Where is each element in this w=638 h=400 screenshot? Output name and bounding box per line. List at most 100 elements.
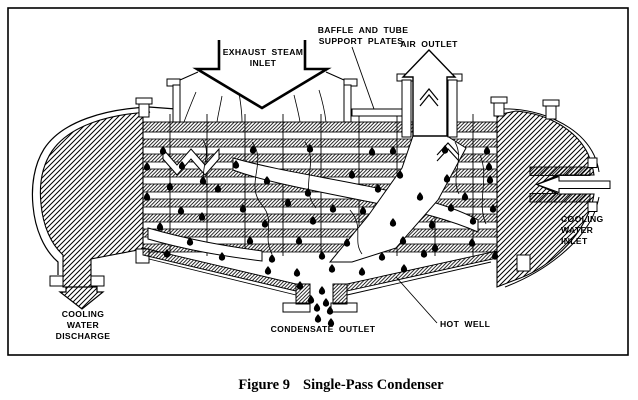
pipe-wall-top [529,166,591,176]
condensate-droplet [469,216,477,225]
condensate-droplet [485,162,493,171]
condensate-droplet [295,236,303,245]
condensate-droplet [322,298,330,307]
label-cooling-water-discharge: COOLING [62,309,105,319]
flow-line [216,95,223,123]
condensate-droplet [309,216,317,225]
condensate-droplet [420,249,428,258]
leader-line-baffle [351,46,375,110]
condensate-droplet [239,204,247,213]
nozzle-mouth-line [179,71,345,81]
shell-stub-cap [135,97,153,105]
condensate-droplet [159,146,167,155]
condensate-droplet [177,206,185,215]
tube-bundle [142,138,498,253]
tube-row [142,228,498,238]
discharge-arrow [58,286,105,310]
tube-row [142,153,498,163]
condensate-droplet [491,251,499,260]
label-cooling-water-discharge: DISCHARGE [56,331,111,341]
condensate-droplet [328,264,336,273]
condensate-droplets [143,144,499,327]
condensate-droplet [327,318,335,327]
condensate-droplet [396,170,404,179]
pipe-wall-bottom [529,193,591,203]
condensate-droplet [232,160,240,169]
condensate-droplet [389,146,397,155]
flow-line [318,89,327,123]
condensate-droplet [313,303,321,312]
condensate-droplet [198,212,206,221]
condensate-droplet [368,147,376,156]
condensate-droplet [343,238,351,247]
condensate-droplet [199,176,207,185]
condensate-droplet [318,286,326,295]
condensate-droplet [468,238,476,247]
condensate-droplet [416,192,424,201]
label-cooling-water-discharge: WATER [67,320,100,330]
label-cooling-water-inlet: INLET [561,236,588,246]
condensate-droplet [374,184,382,193]
condensate-droplet [400,264,408,273]
label-cooling-water-inlet: WATER [561,225,594,235]
condensate-droplet [489,204,497,213]
condensate-droplet [378,252,386,261]
condensate-droplet [348,170,356,179]
condensate-droplet [296,281,304,290]
figure-caption-title: Single-Pass Condenser [303,377,444,393]
leader-line-hot-well [395,276,438,324]
shell-stub [493,102,505,117]
condensate-droplet [263,176,271,185]
condensate-droplet [329,204,337,213]
condensate-droplet [486,175,494,184]
condensate-droplet [443,174,451,183]
label-exhaust-steam-inlet: EXHAUST STEAM [223,47,304,57]
shell-left-waterbox [31,106,177,288]
tube-row [142,138,498,148]
condensate-droplet [306,144,314,153]
label-air-outlet: AIR OUTLET [400,39,458,49]
tube-row [142,213,498,223]
steam-flow-lane [162,147,220,176]
condensate-droplet [186,237,194,246]
inlet-flow-arrow [535,175,611,194]
condensate-droplet [178,161,186,170]
flow-line [454,141,460,195]
flow-chevron [419,88,439,107]
shell-nozzles [135,71,560,272]
exhaust-nozzle-left-wall [172,84,181,123]
cooling-water-inlet-pipe [529,157,612,212]
condensate-droplet [358,267,366,276]
condensate-nozzle-right-wall [332,283,348,305]
condensate-droplet [268,254,276,263]
air-nozzle-right-wall [447,79,458,138]
condensate-droplet [166,182,174,191]
flow-line [251,141,273,255]
air-suction-lane [328,135,467,263]
condensate-droplet [249,145,257,154]
flow-chevron [436,142,460,162]
baffle-tray [351,108,403,117]
flow-line [293,94,301,123]
label-baffle-support: BAFFLE AND TUBE [318,25,409,35]
steam-flow-lanes [147,135,479,263]
pipe-flange-bottom [587,201,598,212]
label-hot-well: HOT WELL [440,319,490,329]
shell-bottom-bracket-right [516,254,531,272]
condensate-droplet [218,252,226,261]
condensate-droplet [264,266,272,275]
condensate-droplet [293,268,301,277]
shell-top-band [142,121,498,133]
figure-caption: Figure 9 Single-Pass Condenser [238,377,444,393]
steam-flow-lane [147,227,263,262]
air-nozzle-left-wall [401,79,412,138]
shell-stubs [135,96,560,120]
shell-stub-cap [490,96,508,104]
condensate-droplet [261,219,269,228]
condensate-droplet [461,192,469,201]
condensate-droplet [389,218,397,227]
condensate-droplet [143,162,151,171]
condensate-droplet [214,184,222,193]
shell-stub-cap [542,99,560,107]
